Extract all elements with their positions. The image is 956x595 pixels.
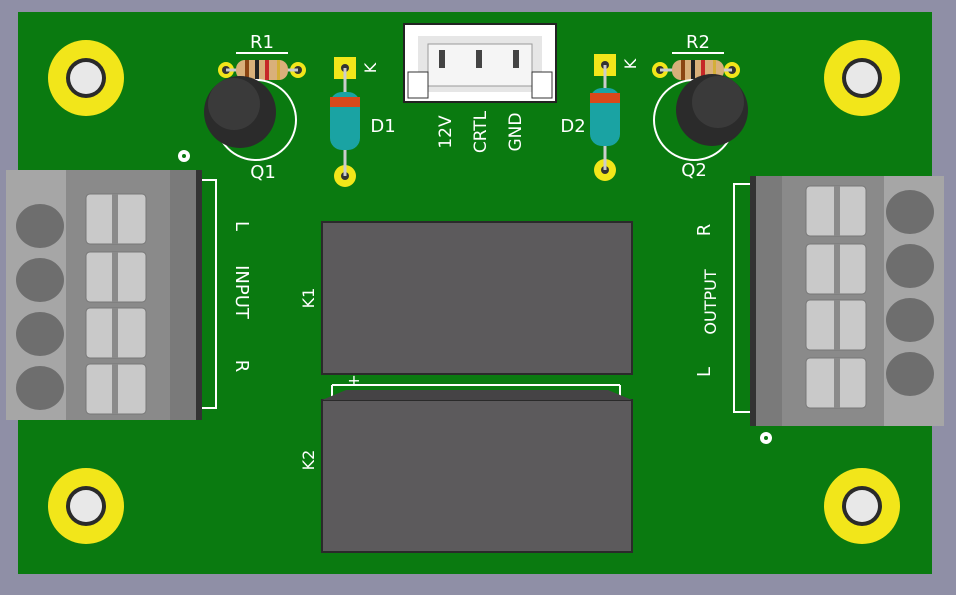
- d1-cathode-label: K: [361, 62, 380, 73]
- connector-j3: [403, 23, 557, 103]
- input-terminal-pos-3: [16, 307, 147, 359]
- transistor-q1: [204, 76, 297, 161]
- connector-pin-3-label: GND: [506, 113, 526, 152]
- transistor-q2: [653, 74, 748, 161]
- diode-d1: [330, 57, 360, 187]
- mounting-hole-top-left: [48, 40, 124, 116]
- input-terminal-pos-1: [16, 193, 147, 248]
- relay-k1: [321, 221, 633, 375]
- resistor-r1: [218, 52, 306, 80]
- mounting-hole-top-right: [824, 40, 900, 116]
- k1-label: K1: [299, 288, 318, 309]
- output-left-label: L: [694, 367, 715, 377]
- k2-label: K2: [299, 450, 318, 471]
- output-terminal-pos-3: [805, 298, 934, 351]
- q1-label: Q1: [250, 162, 276, 183]
- mounting-hole-bottom-left: [48, 468, 124, 544]
- output-terminal-pos-1: [805, 185, 934, 237]
- mounting-hole-bottom-right: [824, 468, 900, 544]
- connector-pin-1-label: 12V: [436, 115, 456, 149]
- input-title: INPUT: [231, 265, 252, 320]
- output-title: OUTPUT: [701, 269, 720, 334]
- d2-label: D2: [560, 116, 585, 137]
- q2-label: Q2: [681, 160, 707, 181]
- k2-polarity-mark: +: [347, 371, 360, 390]
- output-terminal-pos-4: [805, 352, 934, 409]
- d2-cathode-label: K: [621, 58, 640, 69]
- input-right-label: R: [231, 360, 252, 373]
- output-terminal-pos-2: [805, 243, 934, 295]
- input-terminal-pos-2: [16, 251, 147, 303]
- r2-label: R2: [686, 32, 710, 53]
- input-terminal-pos-4: [16, 363, 147, 415]
- r1-label: R1: [250, 32, 274, 53]
- connector-pin-2-label: CRTL: [471, 110, 491, 153]
- input-left-label: L: [231, 221, 252, 231]
- relay-k2: [321, 384, 633, 553]
- d1-label: D1: [370, 116, 395, 137]
- diode-d2: [590, 54, 620, 181]
- output-right-label: R: [694, 224, 715, 237]
